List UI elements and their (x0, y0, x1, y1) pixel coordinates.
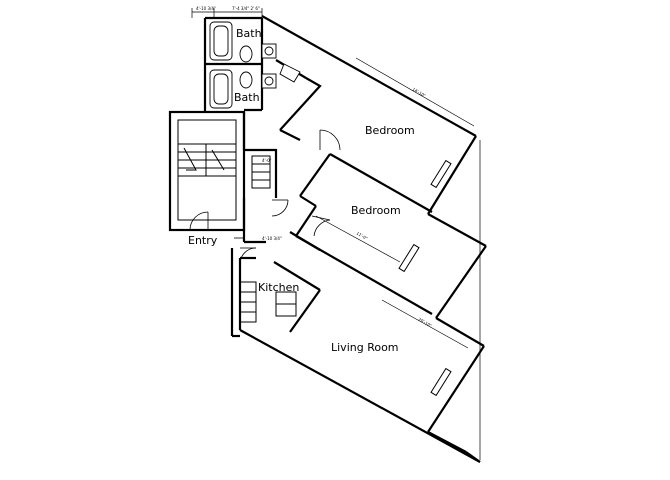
room-label-bedroom-second: Bedroom (351, 204, 401, 217)
doors (234, 129, 341, 265)
top-dimension-lines: 4'-10 3/4" 7'-4 3/4" 2' 6" (191, 6, 263, 18)
closets (239, 155, 297, 323)
stair-core (168, 110, 246, 232)
toilet-upper (239, 45, 253, 63)
room-label-bedroom-main: Bedroom (365, 124, 415, 137)
dimension-entry: 4'-10 3/4" (262, 236, 282, 241)
dimension-living-width: 20'-10" (418, 317, 433, 329)
room-label-kitchen: Kitchen (258, 281, 299, 294)
room-label-living-room: Living Room (331, 341, 399, 354)
room-label-entry: Entry (188, 234, 218, 247)
bath-fixtures (209, 21, 301, 109)
window-bedroom-main (430, 159, 452, 189)
interior-walls (205, 18, 433, 333)
room-label-bath-lower: Bath (234, 91, 260, 104)
dimension-kitchen: 4'-0" (262, 158, 272, 163)
interior-dimension-lines: 14'-10" 11'-0" 20'-10" 4'-0" 4'-10 3/4" (262, 57, 481, 460)
room-label-bath-upper: Bath (236, 27, 262, 40)
dimension-bedroom-second-width: 11'-0" (356, 231, 369, 241)
windows (398, 159, 452, 397)
dimension-top-1: 4'-10 3/4" (196, 6, 216, 11)
window-living-room (430, 367, 452, 397)
window-bedroom-second (398, 243, 420, 273)
dimension-bedroom-main-width: 14'-10" (412, 87, 427, 99)
toilet-lower (239, 71, 253, 89)
dimension-top-2: 7'-4 3/4" 2' 6" (232, 6, 260, 11)
